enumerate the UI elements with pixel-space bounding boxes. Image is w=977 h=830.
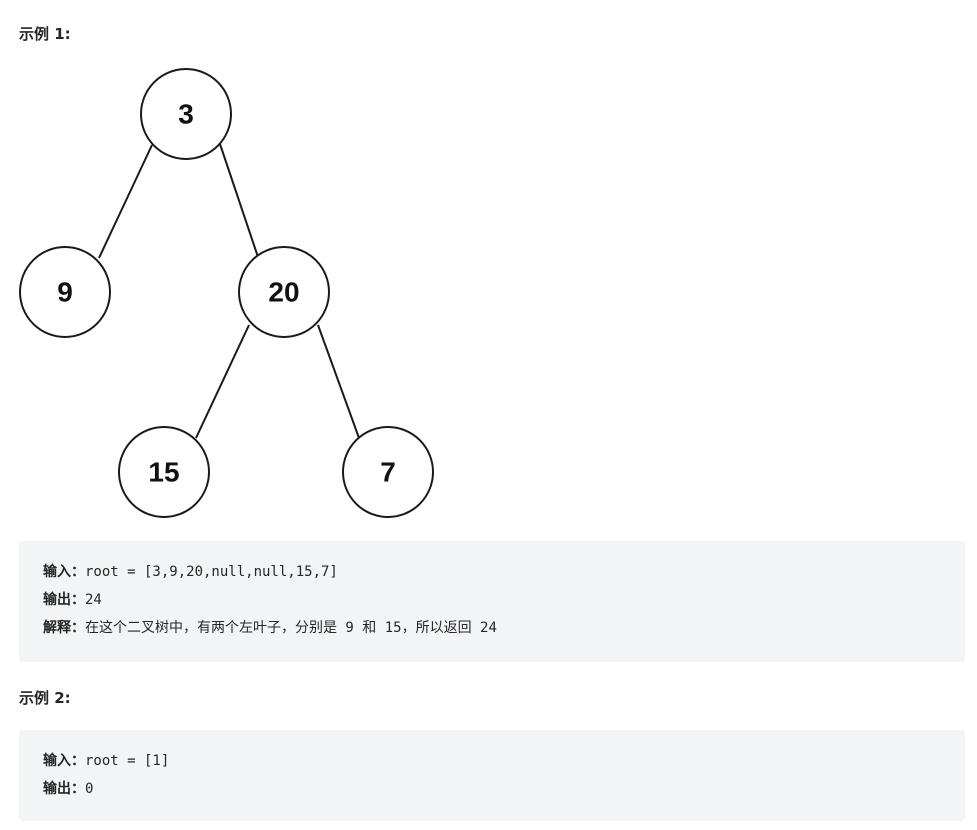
tree-edge-20-7 [317,324,360,439]
binary-tree-diagram: 3 9 20 15 7 [19,68,434,518]
explanation-line: 解释：在这个二叉树中，有两个左叶子，分别是 9 和 15，所以返回 24 [43,614,941,642]
output-label: 输出： [43,592,85,608]
example-2-code-block: 输入：root = [1] 输出：0 [19,730,965,821]
tree-node-label: 9 [57,277,73,308]
tree-node-label: 7 [380,457,396,488]
tree-node-9: 9 [19,246,111,338]
output-line: 输出：24 [43,586,941,614]
tree-edge-3-20 [219,143,259,258]
input-value: root = [1] [85,753,170,769]
tree-node-label: 15 [148,457,179,488]
input-value: root = [3,9,20,null,null,15,7] [85,564,338,580]
tree-node-20: 20 [238,246,330,338]
tree-edge-20-15 [195,324,250,439]
input-label: 输入： [43,564,85,580]
tree-node-15: 15 [118,426,210,518]
example-2-heading: 示例 2: [19,689,71,707]
input-line: 输入：root = [3,9,20,null,null,15,7] [43,558,941,586]
input-label: 输入： [43,753,85,769]
tree-node-label: 20 [268,277,299,308]
output-value: 0 [85,781,94,797]
tree-node-3: 3 [140,68,232,160]
explanation-text-3: ，所以返回 [401,620,472,636]
tree-node-label: 3 [178,99,194,130]
tree-node-7: 7 [342,426,434,518]
explanation-number-3: 24 [471,620,497,636]
explanation-text-1: 在这个二叉树中，有两个左叶子，分别是 [85,620,337,636]
output-value: 24 [85,592,102,608]
output-label: 输出： [43,781,85,797]
tree-edge-3-9 [98,144,153,259]
output-line: 输出：0 [43,775,941,803]
explanation-text-2: 和 [362,620,377,636]
explanation-label: 解释： [43,620,85,636]
example-1-heading: 示例 1: [19,25,71,43]
example-1-code-block: 输入：root = [3,9,20,null,null,15,7] 输出：24 … [19,541,965,662]
explanation-number-1: 9 [337,620,363,636]
explanation-number-2: 15 [376,620,402,636]
input-line: 输入：root = [1] [43,747,941,775]
